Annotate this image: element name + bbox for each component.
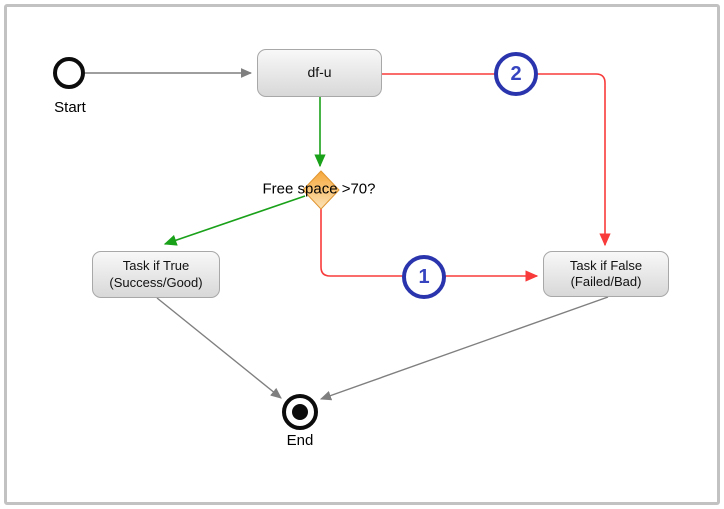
edge-badge-2-number: 2 [510,62,522,85]
decision-diamond [302,170,340,210]
end-node-label: End [286,432,314,449]
edge-badge-2: 2 [494,52,538,96]
edge-dfu-to-task-false [382,73,611,247]
edge-task-false-to-end [319,296,609,401]
node-df-u: df-u [257,49,382,97]
end-node-inner-dot [292,404,308,420]
edge-task-true-to-end [156,297,282,399]
end-node-circle [282,394,318,430]
edge-badge-1-number: 1 [418,265,430,288]
edge-decision-to-task-false [320,209,539,282]
node-task-if-true: Task if True (Success/Good) [92,251,220,298]
node-task-if-true-label-line2: (Success/Good) [109,274,203,290]
node-task-if-true-label-line1: Task if True [122,258,190,274]
decision-node-label: Free space >70? [262,180,376,198]
node-task-if-false-label-line2: (Failed/Bad) [570,274,642,289]
node-task-if-false-label-line1: Task if False [569,257,643,273]
node-task-if-false: Task if False (Failed/Bad) [543,251,669,297]
edge-badge-1: 1 [402,255,446,299]
start-node-label: Start [54,99,86,116]
edge-decision-to-task-true [163,195,306,246]
start-node-circle [53,57,85,89]
node-df-u-label: df-u [307,64,332,81]
